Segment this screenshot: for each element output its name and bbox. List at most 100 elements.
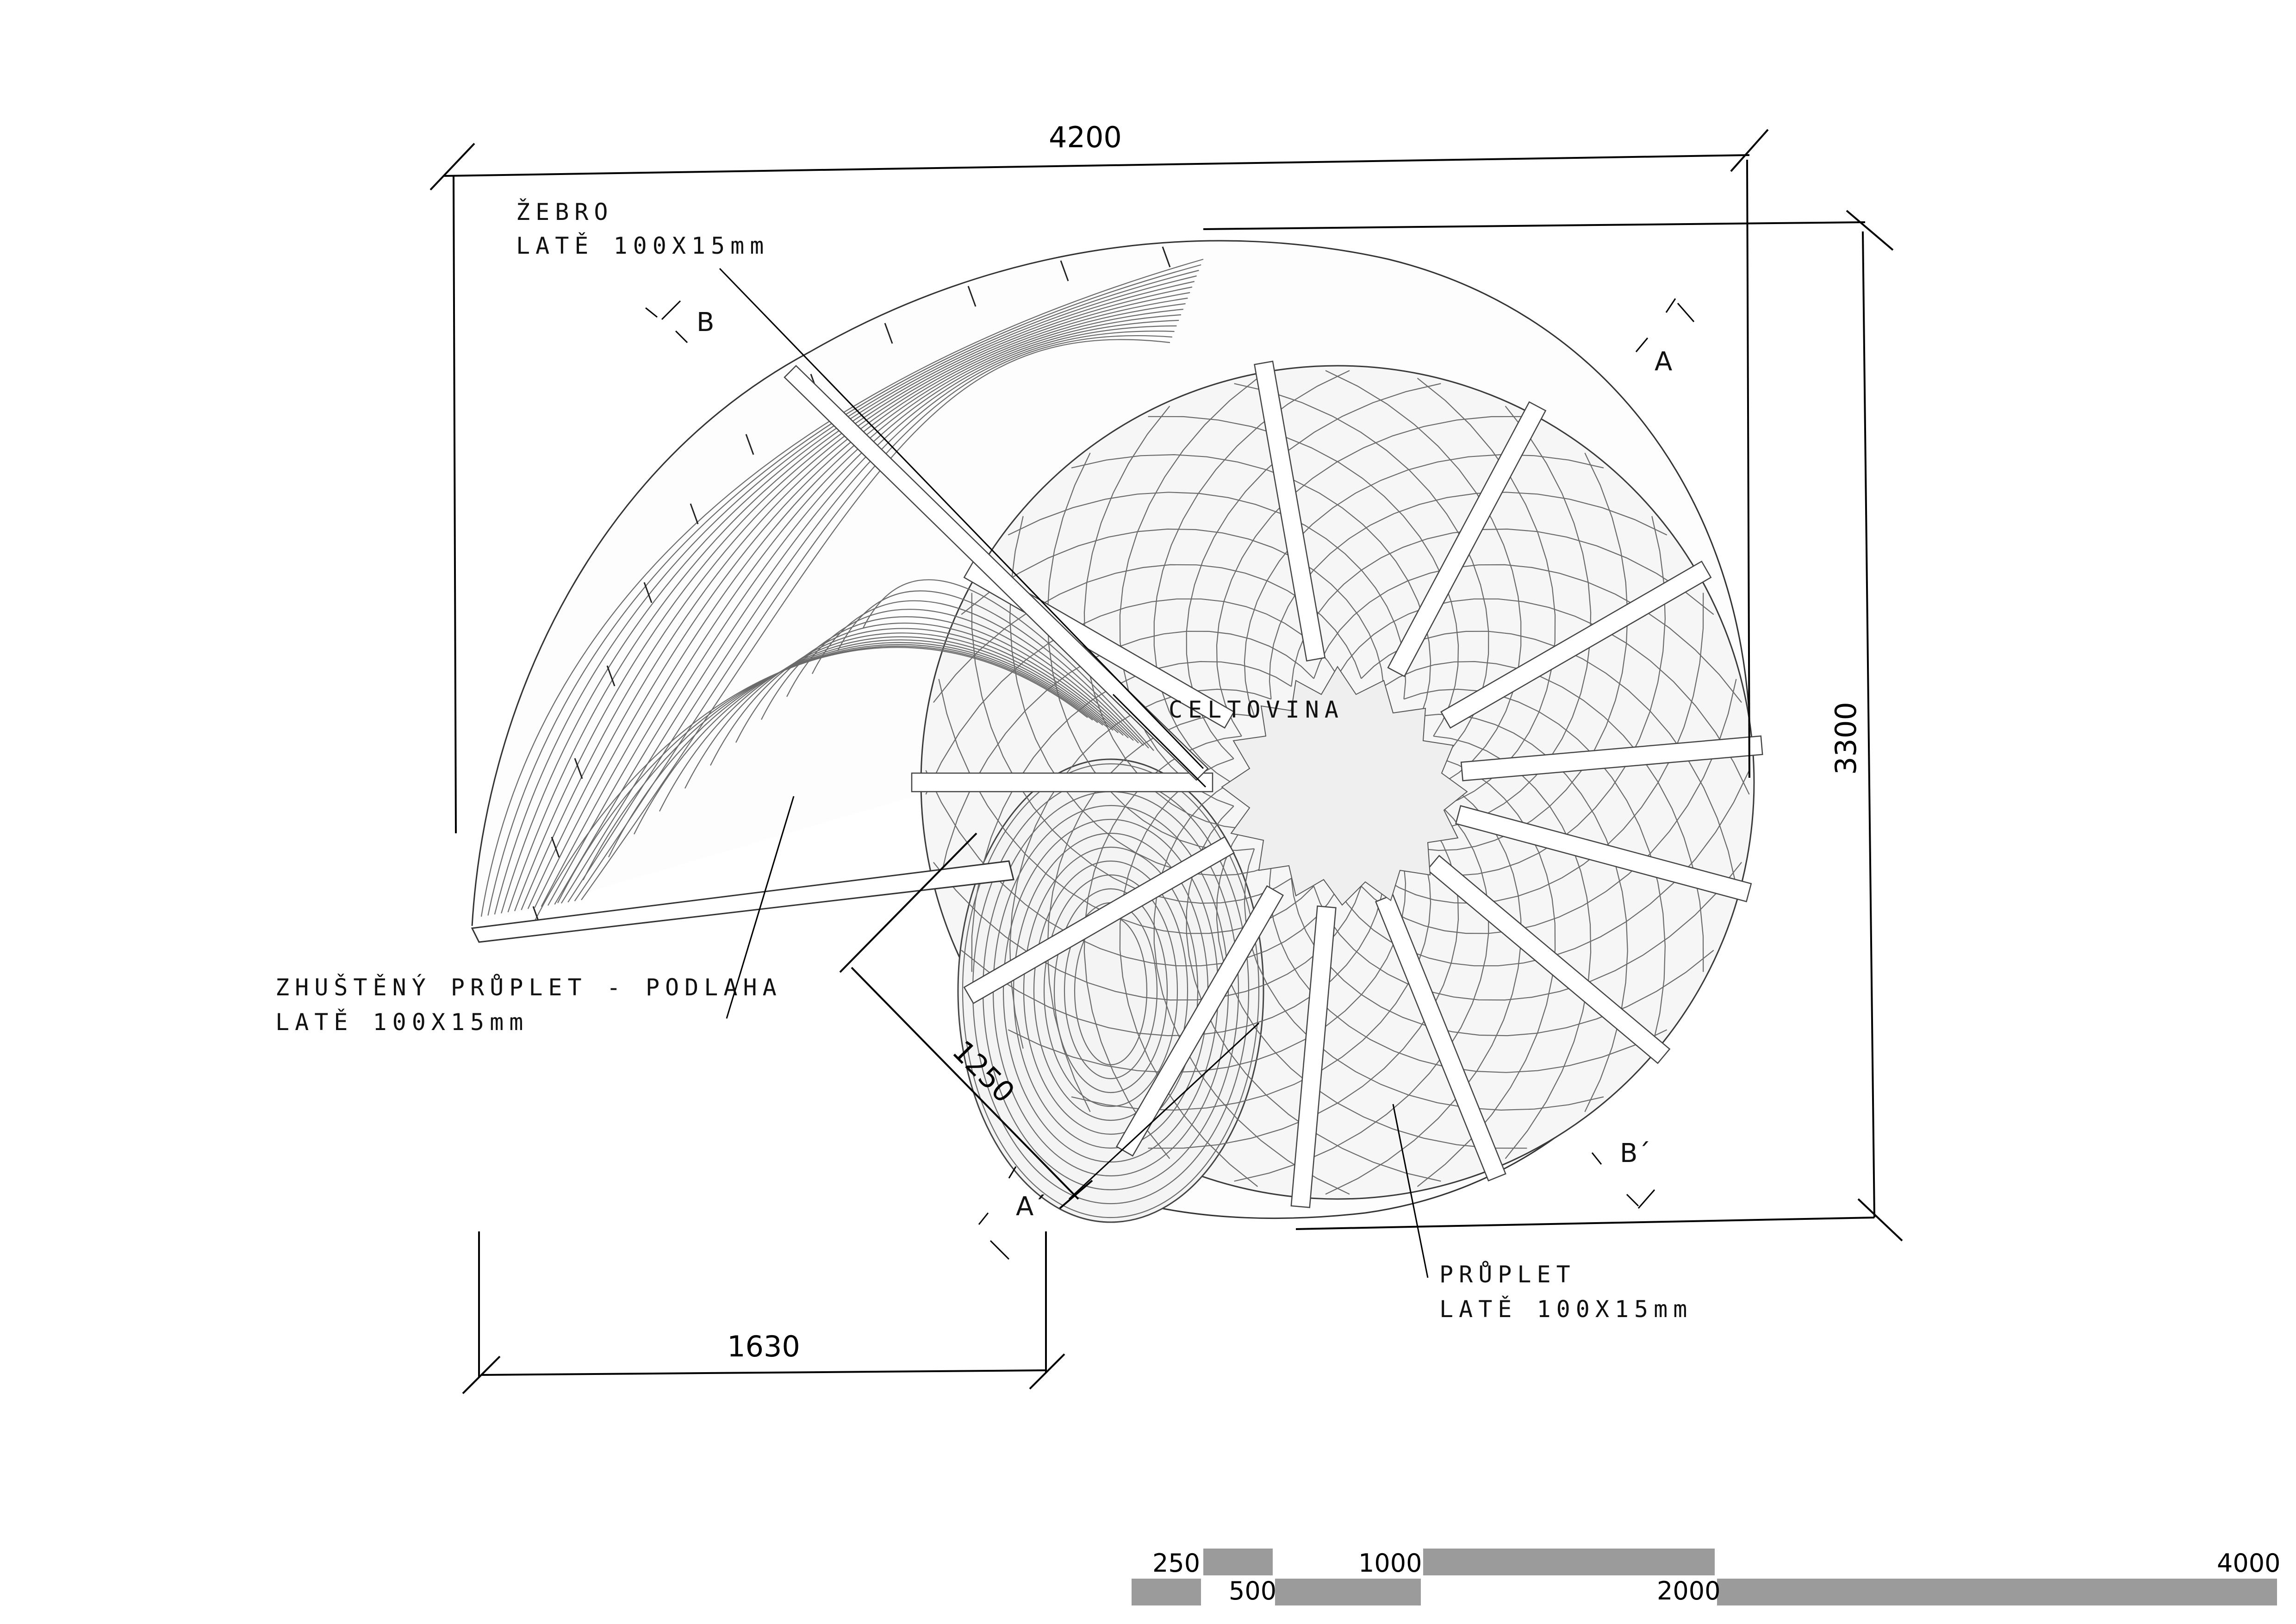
rib	[1440, 560, 1712, 729]
joint-tick	[884, 323, 893, 344]
weave-strand	[684, 632, 1119, 789]
weave-strand	[1383, 593, 1704, 904]
svg-text:250: 250	[1152, 1549, 1200, 1578]
weave-strand	[837, 590, 1149, 749]
weave-strand	[507, 281, 1195, 912]
weave-strand	[925, 598, 1338, 795]
weave-strand	[786, 609, 1139, 743]
weave-strand	[1417, 758, 1556, 1187]
weave-strand	[710, 628, 1124, 766]
weave-strand	[541, 308, 1183, 907]
weave-strand	[1269, 492, 1668, 700]
section-mark-b: B	[645, 300, 714, 344]
svg-text:A: A	[1655, 347, 1672, 377]
weave-strand	[812, 600, 1144, 746]
scale-seg-0-250	[1132, 1579, 1201, 1605]
svg-text:ZHUŠTĚNÝ PRŮPLET - PODLAHA: ZHUŠTĚNÝ PRŮPLET - PODLAHA	[275, 974, 782, 1001]
weave-strand	[961, 878, 1384, 1037]
weave-strand	[1433, 736, 1592, 1159]
weave-strand	[1361, 679, 1737, 934]
weave-strand	[1008, 492, 1406, 700]
weave-strand	[962, 763, 1260, 1218]
weave-strand	[1009, 688, 1271, 1049]
dim-3300-label: 3300	[1829, 702, 1863, 775]
weave-strand	[961, 528, 1384, 687]
section-mark-b-prime: B´	[1591, 1138, 1655, 1209]
label-celtovina: CELTOVINA	[1112, 693, 1344, 788]
weave-strand	[1337, 598, 1750, 795]
weave-strand	[735, 622, 1129, 743]
weave-strand	[480, 258, 1204, 917]
svg-text:LATĚ 100X15mm: LATĚ 100X15mm	[275, 1008, 529, 1036]
weave-strand	[1043, 874, 1178, 1107]
weave-strand	[1383, 661, 1704, 972]
joint-tick	[1162, 246, 1171, 268]
section-mark-a-prime: A´	[978, 1166, 1046, 1260]
weave-strand	[1053, 888, 1168, 1093]
joint-tick	[574, 758, 583, 779]
scale-seg-500-1000	[1423, 1549, 1715, 1575]
joint-tick	[745, 434, 754, 455]
weave-strand	[583, 644, 1098, 881]
ribs	[784, 361, 1763, 1208]
weave-strand	[494, 269, 1199, 915]
svg-text:1000: 1000	[1358, 1549, 1422, 1578]
weave-strand	[1325, 370, 1522, 783]
weave-strand	[514, 286, 1193, 912]
weave-strand	[1269, 865, 1668, 1073]
weave-strand	[761, 616, 1134, 741]
weave-strand	[1244, 454, 1604, 716]
shell-structure	[471, 240, 1763, 1223]
section-mark-a: A	[1635, 298, 1695, 377]
weave-strand	[534, 303, 1186, 908]
dim-1630-label: 1630	[727, 1330, 800, 1363]
weave-strand	[1148, 416, 1459, 737]
svg-text:4000: 4000	[2217, 1549, 2280, 1578]
weave-strand	[1216, 416, 1527, 737]
label-zebro: ŽEBRO LATĚ 100X15mm	[516, 198, 1204, 769]
weave-strand	[1083, 406, 1242, 829]
joint-tick	[1060, 260, 1069, 281]
rib	[1290, 905, 1337, 1208]
dimension-4200: 4200	[429, 120, 1769, 834]
scale-seg-250-500	[1203, 1549, 1273, 1575]
weave-strand	[567, 331, 1175, 903]
joint-tick	[606, 665, 616, 687]
dim-4200-label: 4200	[1049, 120, 1122, 154]
joint-tick	[690, 503, 699, 525]
joint-tick	[551, 837, 560, 858]
weave-strand	[1153, 370, 1350, 783]
weave-strand	[1071, 454, 1431, 716]
dimension-3300: 3300	[1203, 210, 1903, 1242]
rib	[1460, 735, 1763, 781]
svg-text:LATĚ 100X15mm: LATĚ 100X15mm	[516, 232, 769, 259]
scale-bar: 250 500 1000 2000 4000	[1132, 1549, 2280, 1605]
weave-strand	[1234, 806, 1489, 1182]
weave-strand	[1313, 564, 1742, 703]
weave-strand	[501, 275, 1197, 914]
weave-strand	[659, 636, 1114, 812]
weave-strand	[1433, 406, 1592, 829]
rib	[1387, 401, 1547, 677]
svg-text:B: B	[697, 307, 714, 337]
weave-strand	[1420, 713, 1628, 1112]
svg-text:CELTOVINA: CELTOVINA	[1169, 696, 1344, 723]
weave-strand	[560, 325, 1177, 904]
rib	[1426, 855, 1671, 1064]
joint-tick	[967, 286, 977, 307]
joint-tick	[643, 582, 653, 603]
weave-strand	[1404, 516, 1666, 876]
svg-text:2000: 2000	[1657, 1576, 1720, 1605]
dimension-1630: 1630	[462, 1231, 1065, 1394]
rib	[1455, 805, 1752, 902]
weave-strand	[1047, 452, 1255, 851]
scale-seg-2000-4000	[1717, 1579, 2277, 1605]
rib	[963, 836, 1235, 1005]
svg-text:A´: A´	[1016, 1192, 1046, 1222]
weave-strand	[554, 319, 1179, 905]
rib	[784, 365, 1209, 781]
weave-strand	[608, 642, 1103, 857]
label-podlaha: ZHUŠTĚNÝ PRŮPLET - PODLAHA LATĚ 100X15mm	[275, 796, 795, 1036]
svg-text:B´: B´	[1620, 1138, 1650, 1168]
weave-strand	[933, 564, 1362, 703]
